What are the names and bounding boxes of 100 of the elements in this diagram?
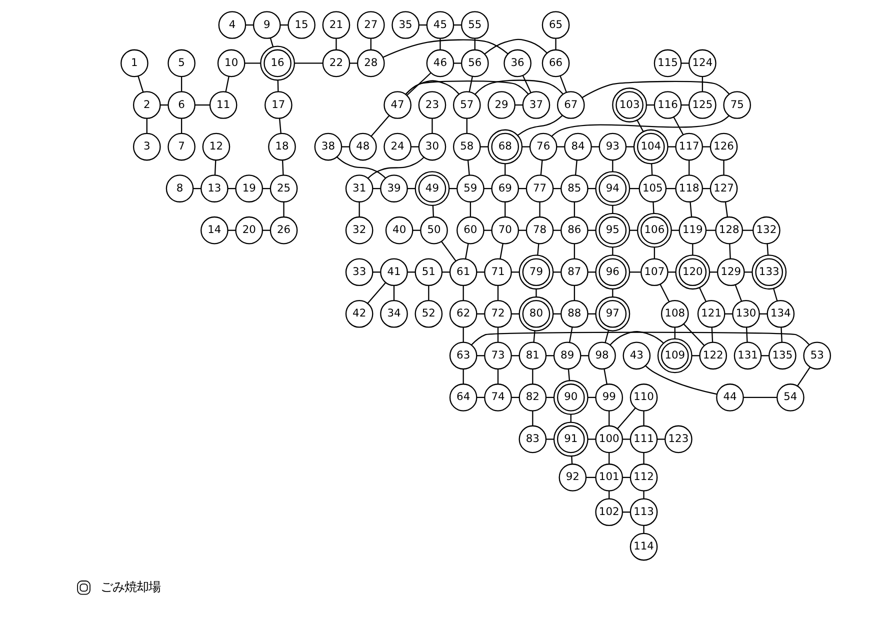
node-circle: 116 bbox=[653, 91, 682, 119]
node-circle: 96 bbox=[594, 254, 630, 290]
node-circle: 120 bbox=[674, 254, 710, 290]
connector bbox=[335, 38, 336, 50]
connector bbox=[404, 80, 528, 95]
connector bbox=[470, 332, 809, 346]
node-circle: 25 bbox=[269, 174, 298, 202]
connector bbox=[474, 38, 475, 50]
connector bbox=[464, 244, 468, 259]
node-circle: 44 bbox=[716, 384, 744, 412]
connector bbox=[608, 452, 610, 464]
node-circle: 11 bbox=[208, 91, 237, 119]
node-circle: 5 bbox=[167, 49, 195, 78]
connector bbox=[680, 62, 688, 64]
node-circle: 10 bbox=[216, 49, 245, 78]
node-circle: 67 bbox=[556, 91, 584, 119]
node-circle: 127 bbox=[709, 174, 738, 202]
node-circle: 97 bbox=[594, 296, 630, 332]
connector bbox=[382, 39, 508, 58]
node-circle: 129 bbox=[716, 258, 744, 286]
node-circle: 70 bbox=[490, 216, 519, 244]
connector bbox=[282, 202, 284, 217]
connector bbox=[341, 146, 349, 148]
node-circle: 85 bbox=[560, 174, 588, 202]
node-circle: 68 bbox=[487, 129, 522, 164]
node-circle: 126 bbox=[709, 132, 738, 161]
node-circle: 112 bbox=[629, 464, 658, 492]
connector bbox=[269, 38, 274, 47]
node-circle: 109 bbox=[656, 338, 692, 374]
node-circle: 23 bbox=[418, 91, 446, 119]
node-circle: 28 bbox=[356, 49, 384, 78]
connector bbox=[137, 76, 144, 92]
node-circle: 101 bbox=[594, 464, 623, 492]
node-circle: 37 bbox=[522, 91, 550, 119]
connector bbox=[652, 202, 654, 214]
connector bbox=[180, 118, 182, 134]
connector bbox=[522, 146, 530, 148]
node-circle: 76 bbox=[528, 132, 557, 161]
node-circle: 26 bbox=[269, 216, 298, 244]
node-circle: 22 bbox=[322, 49, 350, 78]
connector bbox=[796, 366, 810, 386]
node-circle: 32 bbox=[344, 216, 373, 244]
connector bbox=[462, 286, 464, 300]
connector bbox=[626, 146, 634, 148]
node-circle: 100 bbox=[594, 425, 623, 454]
node-circle: 40 bbox=[384, 216, 413, 244]
connector bbox=[370, 115, 390, 137]
connector bbox=[244, 62, 260, 64]
node-circle: 45 bbox=[426, 11, 454, 39]
connector bbox=[556, 146, 564, 148]
node-circle: 125 bbox=[688, 91, 716, 119]
connector bbox=[440, 241, 456, 262]
node-circle: 78 bbox=[525, 216, 554, 244]
connector bbox=[214, 160, 216, 176]
connector bbox=[666, 188, 675, 190]
connector bbox=[366, 282, 386, 304]
connector bbox=[278, 118, 281, 134]
node-circle: 21 bbox=[322, 11, 350, 39]
node-circle: 95 bbox=[594, 212, 630, 248]
node-circle: 54 bbox=[776, 384, 804, 412]
connector bbox=[276, 80, 278, 92]
connector bbox=[194, 104, 210, 106]
connector bbox=[358, 202, 360, 217]
node-circle: 88 bbox=[560, 300, 588, 328]
node-circle: 46 bbox=[426, 49, 454, 78]
node-circle: 91 bbox=[552, 422, 588, 457]
node-circle: 57 bbox=[452, 91, 480, 119]
node-circle: 31 bbox=[344, 174, 373, 202]
node-circle: 3 bbox=[132, 132, 160, 161]
connector bbox=[622, 438, 630, 440]
connector bbox=[591, 146, 599, 148]
node-circle: 1 bbox=[120, 49, 148, 78]
connector bbox=[466, 118, 467, 134]
connector bbox=[636, 120, 644, 132]
connector bbox=[766, 244, 768, 256]
node-circle: 83 bbox=[518, 425, 546, 454]
node-circle: 20 bbox=[234, 216, 263, 244]
node-circle: 93 bbox=[598, 132, 626, 161]
connector bbox=[642, 411, 644, 426]
connector bbox=[772, 288, 778, 302]
connector bbox=[780, 327, 782, 342]
connector bbox=[431, 118, 432, 134]
node-circle: 14 bbox=[200, 216, 228, 244]
connector bbox=[603, 369, 607, 384]
connector bbox=[532, 411, 533, 426]
node-circle: 106 bbox=[636, 212, 672, 248]
connector bbox=[710, 327, 713, 342]
connector bbox=[608, 411, 610, 426]
connector bbox=[682, 324, 704, 346]
node-circle: 16 bbox=[260, 46, 295, 81]
node-circle: 119 bbox=[678, 216, 706, 244]
node-circle: 71 bbox=[484, 258, 512, 286]
node-circle: 65 bbox=[541, 11, 570, 39]
node-circle: 113 bbox=[629, 498, 658, 526]
node-circle: 58 bbox=[452, 132, 480, 161]
connector bbox=[146, 118, 147, 134]
node-circle: 15 bbox=[287, 11, 315, 39]
connector bbox=[522, 75, 531, 93]
connector bbox=[642, 526, 644, 534]
node-circle: 7 bbox=[167, 132, 195, 161]
